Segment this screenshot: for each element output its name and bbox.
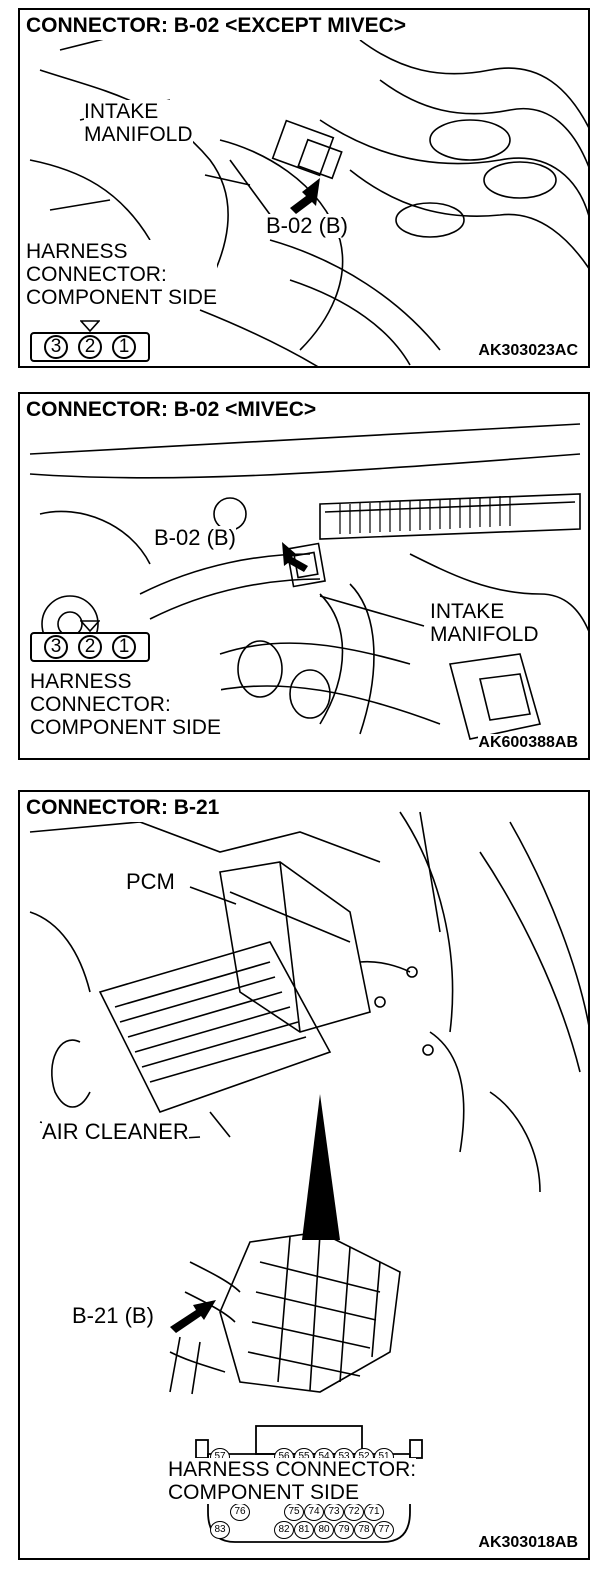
harness-connector-2: 3 2 1 bbox=[30, 620, 150, 662]
connector-b21-label: B-21 (B) bbox=[72, 1303, 154, 1328]
air-cleaner-label: AIR CLEANER bbox=[42, 1119, 189, 1144]
harness-label-2: HARNESS CONNECTOR: COMPONENT SIDE bbox=[30, 670, 221, 739]
engine-illustration-2 bbox=[29, 423, 588, 740]
cavity: 83 bbox=[210, 1521, 230, 1539]
cavity: 74 bbox=[304, 1503, 324, 1521]
lock-triangle-icon bbox=[80, 320, 100, 332]
intake-manifold-label-1: INTAKE MANIFOLD bbox=[84, 100, 193, 146]
harness-connector-component-side-label: HARNESS CONNECTOR: COMPONENT SIDE bbox=[168, 1458, 417, 1504]
cavity: 72 bbox=[344, 1503, 364, 1521]
pin-3: 3 bbox=[44, 635, 68, 659]
cavity: 73 bbox=[324, 1503, 344, 1521]
cavity: 77 bbox=[374, 1521, 394, 1539]
connector-b02-label-2: B-02 (B) bbox=[154, 525, 236, 550]
pin-2: 2 bbox=[78, 635, 102, 659]
cavity: 78 bbox=[354, 1521, 374, 1539]
lock-triangle-icon bbox=[80, 620, 100, 632]
pin-3: 3 bbox=[44, 335, 68, 359]
cavity: 80 bbox=[314, 1521, 334, 1539]
figure-code-3: AK303018AB bbox=[478, 1534, 578, 1552]
panel1-title: CONNECTOR: B-02 <EXCEPT MIVEC> bbox=[26, 14, 411, 40]
intake-manifold-label-2: INTAKE MANIFOLD bbox=[430, 600, 539, 646]
connector-b02-label-1: B-02 (B) bbox=[266, 213, 348, 238]
pin-1: 1 bbox=[112, 335, 136, 359]
cavity: 82 bbox=[274, 1521, 294, 1539]
figure-code-1: AK303023AC bbox=[478, 342, 578, 360]
figure-code-2: AK600388AB bbox=[478, 734, 578, 752]
panel-b02-except-mivec: CONNECTOR: B-02 <EXCEPT MIVEC> INTAKE MA… bbox=[18, 8, 590, 368]
engine-illustration-3 bbox=[29, 811, 588, 1543]
pin-1: 1 bbox=[112, 635, 136, 659]
panel-b21: CONNECTOR: B-21 PCM AIR CLEANER B-21 (B)… bbox=[18, 790, 590, 1560]
engine-illustration-1 bbox=[29, 29, 588, 366]
cavity: 71 bbox=[364, 1503, 384, 1521]
harness-label-1: HARNESS CONNECTOR: COMPONENT SIDE bbox=[26, 240, 217, 309]
cavity: 79 bbox=[334, 1521, 354, 1539]
cavity: 81 bbox=[294, 1521, 314, 1539]
harness-connector-1: 3 2 1 bbox=[30, 320, 150, 362]
pcm-label: PCM bbox=[126, 869, 175, 894]
panel3-title: CONNECTOR: B-21 bbox=[26, 796, 224, 822]
cavity: 76 bbox=[230, 1503, 250, 1521]
panel2-title: CONNECTOR: B-02 <MIVEC> bbox=[26, 398, 321, 424]
pin-2: 2 bbox=[78, 335, 102, 359]
cavity: 75 bbox=[284, 1503, 304, 1521]
panel-b02-mivec: CONNECTOR: B-02 <MIVEC> B-02 (B) INTAKE … bbox=[18, 392, 590, 760]
